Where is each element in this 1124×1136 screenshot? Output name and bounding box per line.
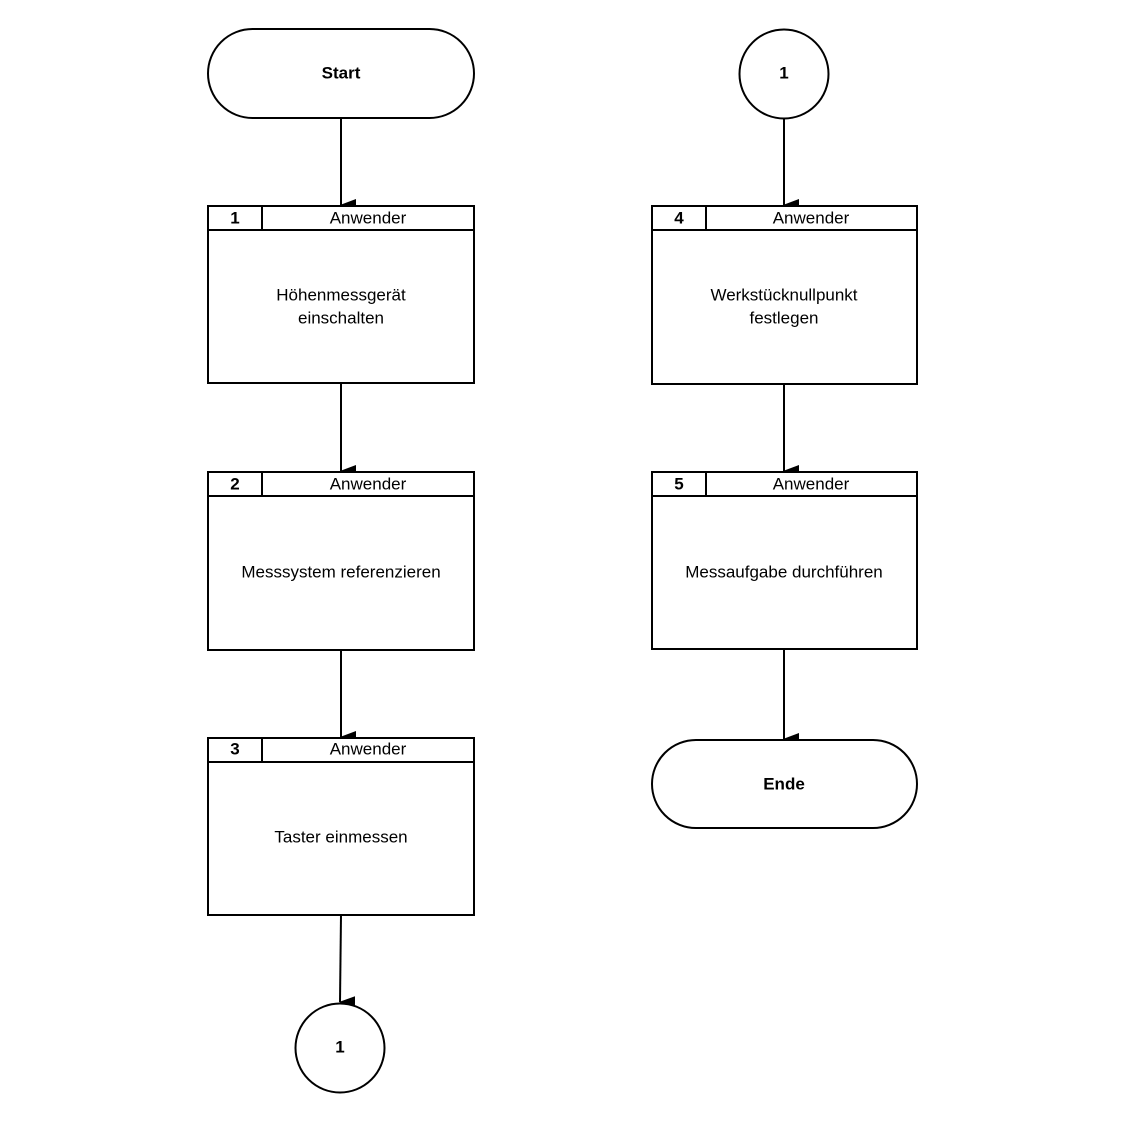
step-role: Anwender (773, 474, 850, 493)
process-step-1: 1 Anwender Höhenmessgerät einschalten (207, 205, 475, 384)
process-step-3: 3 Anwender Taster einmessen (207, 737, 475, 916)
step-role: Anwender (773, 208, 850, 227)
start-terminal: Start (207, 28, 475, 119)
end-terminal-label: Ende (763, 774, 805, 793)
process-step-4: 4 Anwender Werkstücknullpunkt festlegen (651, 205, 918, 385)
connector-label: 1 (779, 63, 788, 82)
step-role: Anwender (330, 739, 407, 758)
step-description-line-1: Messsystem referenzieren (241, 562, 440, 581)
end-terminal: Ende (651, 739, 918, 829)
step-number: 5 (674, 474, 683, 493)
off-page-connector-in: 1 (738, 28, 830, 120)
step-number: 2 (230, 474, 239, 493)
step-number: 1 (230, 208, 239, 227)
step-description-line-1: Taster einmessen (274, 827, 407, 846)
step-number: 3 (230, 739, 239, 758)
step-description-line-1: Werkstücknullpunkt (710, 285, 857, 304)
step-description-line-2: festlegen (750, 308, 819, 327)
step-role: Anwender (330, 474, 407, 493)
process-step-2: 2 Anwender Messsystem referenzieren (207, 471, 475, 651)
step-description-line-1: Höhenmessgerät (276, 285, 406, 304)
step-description-line-2: einschalten (298, 308, 384, 327)
off-page-connector-out: 1 (294, 1002, 386, 1094)
step-number: 4 (674, 208, 684, 227)
step-role: Anwender (330, 208, 407, 227)
arrow-step-3-to-connector (339, 914, 356, 1009)
start-terminal-label: Start (322, 63, 361, 82)
connector-label: 1 (335, 1037, 344, 1056)
step-description-line-1: Messaufgabe durchführen (685, 562, 883, 581)
process-step-5: 5 Anwender Messaufgabe durchführen (651, 471, 918, 650)
